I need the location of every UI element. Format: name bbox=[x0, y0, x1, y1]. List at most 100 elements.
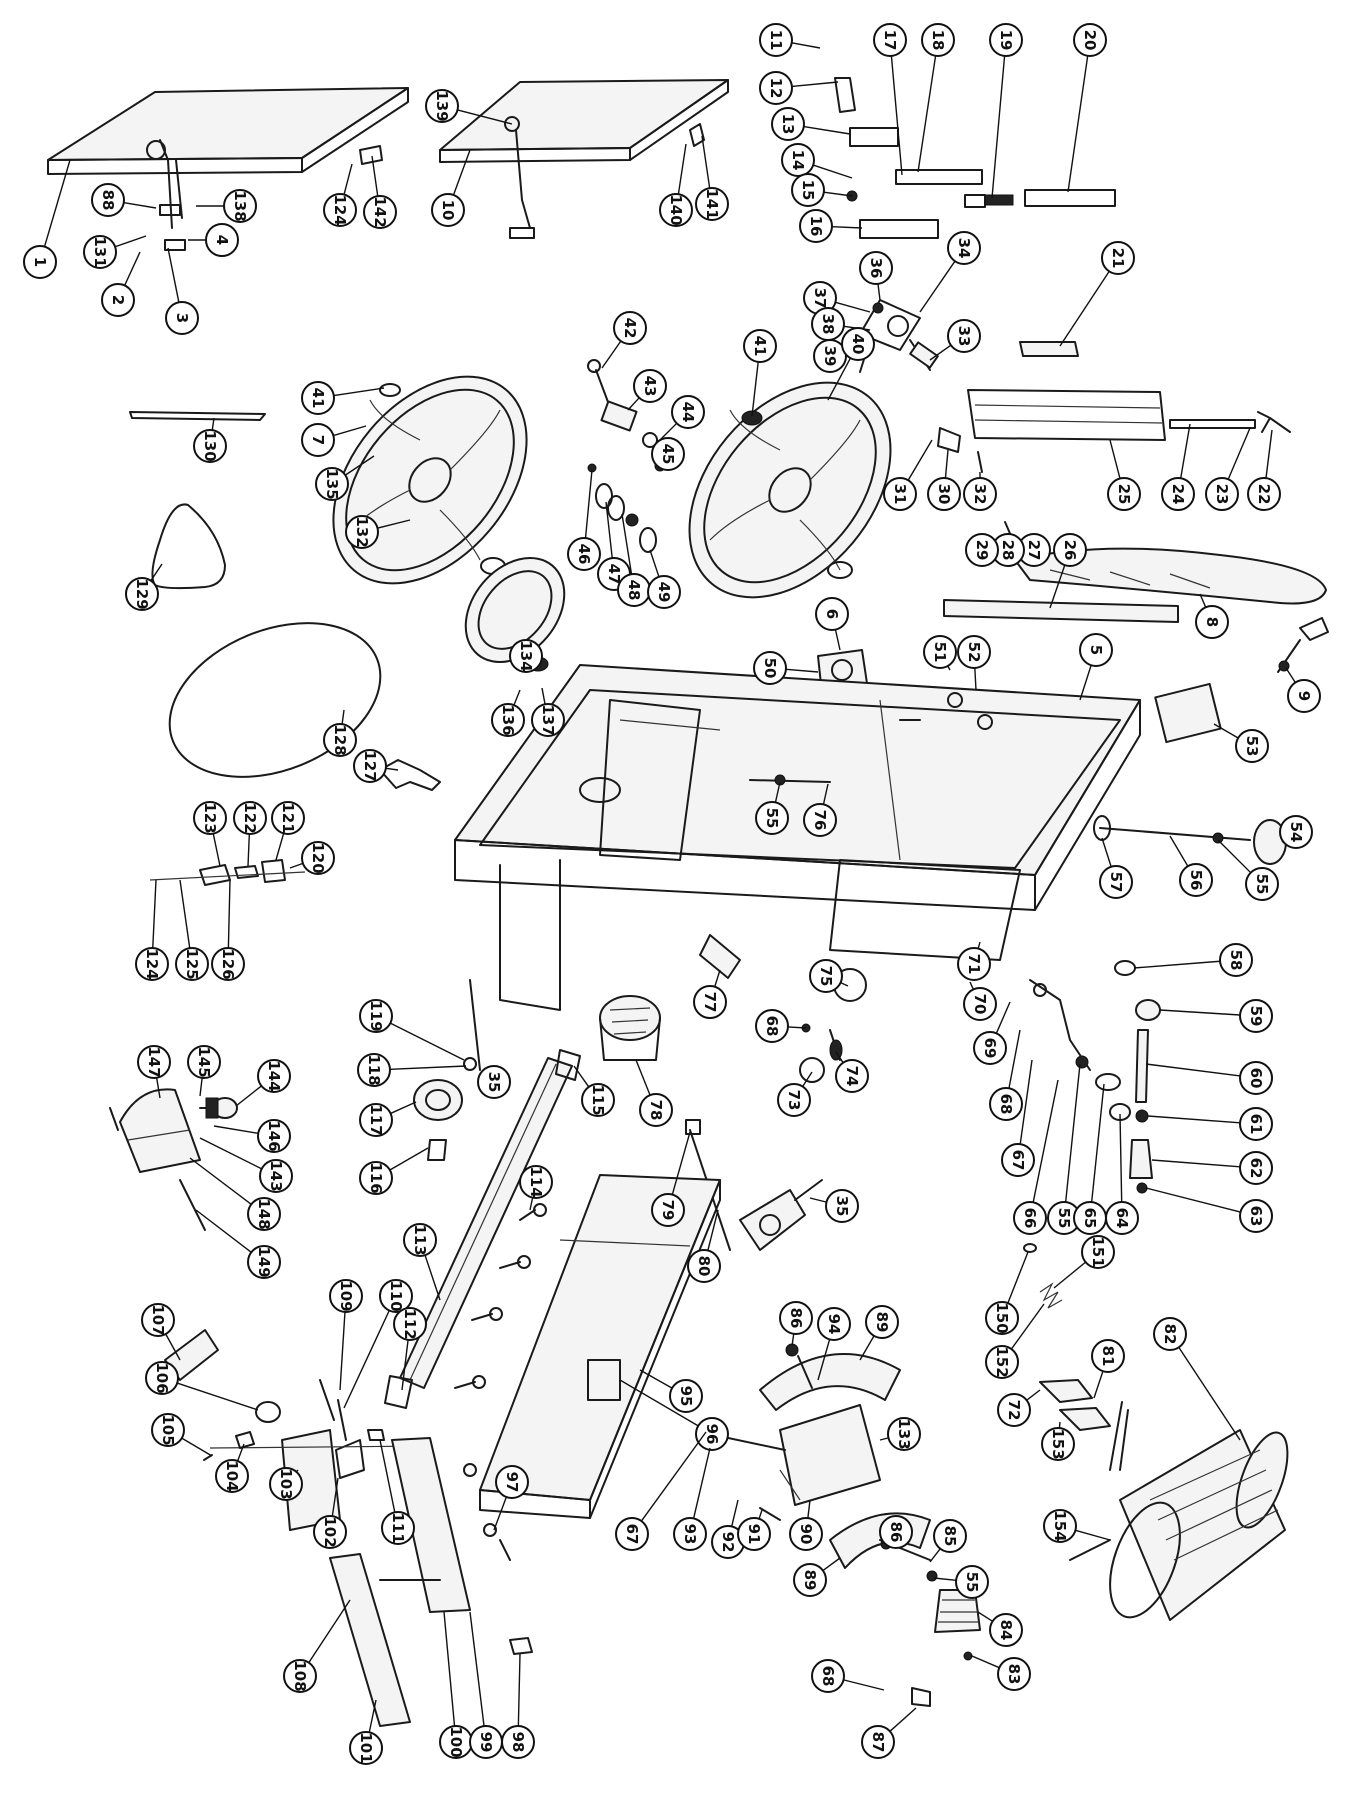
callout-54: 54 bbox=[1279, 815, 1313, 849]
callout-circle bbox=[581, 1083, 615, 1117]
callout-circle bbox=[811, 1659, 845, 1693]
leader-line bbox=[584, 469, 593, 539]
leader-line bbox=[1059, 270, 1110, 347]
leader-line bbox=[344, 455, 375, 476]
leader-line bbox=[817, 1339, 831, 1381]
bracket-127 bbox=[379, 759, 441, 791]
part-number-label: 79 bbox=[659, 1200, 677, 1221]
callout-134: 134 bbox=[509, 639, 543, 673]
callout-86b: 86 bbox=[879, 1515, 913, 1549]
part-number-label: 84 bbox=[997, 1620, 1015, 1641]
leader-line bbox=[1008, 1029, 1021, 1089]
callout-circle bbox=[1107, 477, 1141, 511]
leader-line bbox=[692, 1447, 711, 1519]
part-number-label: 68 bbox=[997, 1094, 1015, 1115]
leader-line bbox=[235, 1085, 262, 1107]
callout-circle bbox=[301, 841, 335, 875]
callout-circle bbox=[175, 947, 209, 981]
part-number-label: 148 bbox=[255, 1198, 273, 1229]
part-number-label: 36 bbox=[867, 258, 885, 279]
part-number-label: 112 bbox=[401, 1308, 419, 1339]
callout-89b: 89 bbox=[793, 1557, 841, 1597]
callout-43: 43 bbox=[627, 369, 667, 411]
callout-104: 104 bbox=[215, 1443, 249, 1493]
leader-line bbox=[807, 1499, 811, 1519]
part-number-label: 118 bbox=[365, 1054, 383, 1085]
callout-35b: 35 bbox=[809, 1189, 859, 1223]
part-number-label: 30 bbox=[935, 484, 953, 505]
part-number-label: 10 bbox=[439, 200, 457, 221]
leader-line bbox=[640, 1431, 707, 1522]
part-number-label: 124 bbox=[143, 948, 161, 979]
callout-circle bbox=[985, 1301, 1019, 1335]
upper-wheel-left bbox=[332, 375, 528, 585]
part-number-label: 111 bbox=[389, 1512, 407, 1543]
leader-line bbox=[517, 1653, 521, 1727]
callout-27: 27 bbox=[1013, 533, 1051, 567]
callout-102: 102 bbox=[313, 1477, 347, 1549]
part-number-label: 129 bbox=[133, 578, 151, 609]
callout-circle bbox=[861, 1725, 895, 1759]
leader-line bbox=[1007, 1251, 1029, 1304]
callout-85: 85 bbox=[929, 1519, 967, 1563]
part-number-label: 55 bbox=[1055, 1208, 1073, 1229]
part-number-label: 7 bbox=[309, 435, 327, 445]
part-number-label: 55 bbox=[1253, 874, 1271, 895]
callout-circle bbox=[659, 193, 693, 227]
callout-circle bbox=[793, 1563, 827, 1597]
part-number-label: 74 bbox=[843, 1066, 861, 1087]
callout-circle bbox=[615, 1517, 649, 1551]
part-number-label: 107 bbox=[149, 1304, 167, 1335]
callout-circle bbox=[359, 1161, 393, 1195]
part-number-label: 105 bbox=[159, 1414, 177, 1445]
callout-45: 45 bbox=[651, 437, 685, 471]
part-number-label: 82 bbox=[1161, 1324, 1179, 1345]
callout-80: 80 bbox=[687, 1209, 721, 1283]
callout-circle bbox=[1091, 1339, 1125, 1373]
callout-144: 144 bbox=[235, 1059, 291, 1107]
lower-brackets bbox=[164, 1329, 533, 1727]
callout-circle bbox=[509, 639, 543, 673]
part-number-label: 16 bbox=[807, 216, 825, 237]
part-number-label: 33 bbox=[955, 326, 973, 347]
callout-circle bbox=[989, 23, 1023, 57]
callout-41b: 41 bbox=[743, 329, 777, 417]
part-number-label: 58 bbox=[1227, 950, 1245, 971]
callout-29: 29 bbox=[965, 533, 999, 567]
leader-line bbox=[627, 397, 640, 411]
callout-circle bbox=[283, 1659, 317, 1693]
callout-circle bbox=[737, 1517, 771, 1551]
part-number-label: 100 bbox=[447, 1726, 465, 1757]
callout-circle bbox=[1205, 477, 1239, 511]
callout-circle bbox=[1081, 1235, 1115, 1269]
part-number-label: 3 bbox=[173, 313, 191, 323]
leader-line bbox=[707, 1209, 719, 1251]
callout-circle bbox=[23, 245, 57, 279]
leader-line bbox=[343, 1310, 390, 1409]
callout-16: 16 bbox=[799, 209, 863, 243]
leader-line bbox=[377, 519, 411, 529]
leader-line bbox=[1178, 1346, 1241, 1441]
leader-line bbox=[791, 81, 839, 88]
callout-138: 138 bbox=[196, 189, 257, 223]
callout-68c: 68 bbox=[811, 1659, 885, 1693]
part-number-label: 108 bbox=[291, 1660, 309, 1691]
part-number-label: 126 bbox=[219, 948, 237, 979]
leader-line bbox=[621, 513, 633, 575]
leader-line bbox=[181, 1437, 213, 1457]
leader-line bbox=[236, 1443, 245, 1462]
callout-circle bbox=[1239, 1061, 1273, 1095]
leader-line bbox=[390, 1101, 417, 1115]
bracket-set-left bbox=[149, 859, 306, 886]
callout-circle bbox=[759, 71, 793, 105]
part-number-label: 117 bbox=[367, 1104, 385, 1135]
callout-circle bbox=[841, 327, 875, 361]
leader-line bbox=[1049, 564, 1066, 609]
leader-line bbox=[1032, 1079, 1059, 1203]
leader-line bbox=[123, 201, 157, 209]
part-number-label: 20 bbox=[1081, 30, 1099, 51]
callout-circle bbox=[257, 1119, 291, 1153]
part-number-label: 28 bbox=[999, 540, 1017, 561]
part-number-label: 39 bbox=[821, 346, 839, 367]
